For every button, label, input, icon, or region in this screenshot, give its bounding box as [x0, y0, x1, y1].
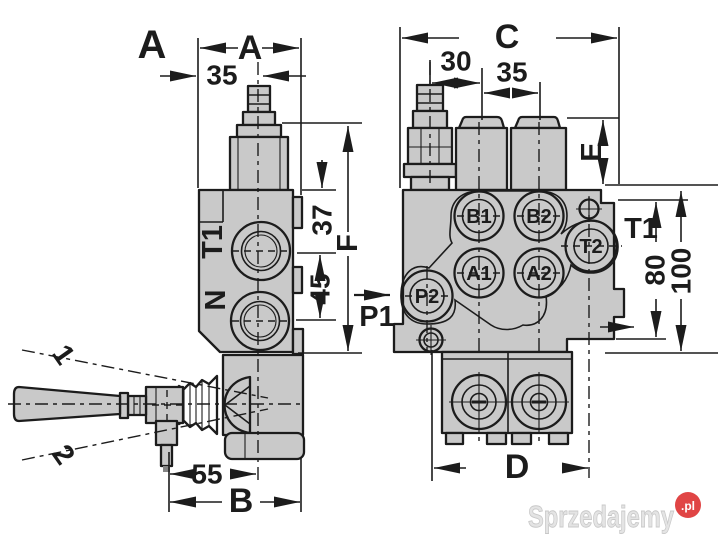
- mount-hole-top: [576, 196, 602, 222]
- spool-end-1: [449, 372, 509, 432]
- section-label: A: [138, 23, 167, 67]
- port-b1: [453, 190, 505, 242]
- port-a2-label: A2: [526, 263, 552, 285]
- lever-shaft: [126, 394, 148, 417]
- dimensions-front: [354, 27, 718, 481]
- dimensions-side: [160, 38, 362, 512]
- port-t2: [564, 219, 618, 273]
- lever-position-line-1: [21, 349, 269, 399]
- lever-pos-1-label: 1: [45, 339, 80, 371]
- dim-b-label: B: [229, 482, 254, 520]
- dim-c-label: C: [495, 18, 520, 56]
- dim-35-front-label: 35: [496, 57, 527, 88]
- side-bottom-cap: [223, 431, 306, 461]
- watermark-text: Sprzedajemy: [528, 499, 675, 534]
- dim-45-label: 45: [305, 273, 336, 304]
- port-b2: [513, 190, 565, 242]
- side-relief-stem: [235, 84, 283, 139]
- port-p2-label: P2: [415, 286, 439, 308]
- front-view: [392, 62, 626, 478]
- lever-pos-2-label: 2: [45, 439, 80, 471]
- dim-d-label: D: [505, 448, 530, 486]
- dim-f-label: F: [332, 234, 364, 252]
- port-b2-label: B2: [526, 206, 552, 228]
- side-port-n-label: N: [200, 290, 232, 311]
- port-p2: [400, 269, 454, 323]
- dim-100-label: 100: [666, 248, 697, 295]
- port-a2: [513, 247, 565, 299]
- spool-end-2: [509, 372, 569, 432]
- front-t1-label: T1: [624, 213, 658, 245]
- dim-37-label: 37: [307, 204, 338, 235]
- mount-hole-bottom: [416, 325, 446, 355]
- spool-cap-1: [454, 115, 509, 192]
- port-t2-label: T2: [579, 236, 602, 258]
- watermark-tld: .pl: [681, 499, 695, 513]
- side-port-t1-label: T1: [197, 225, 229, 259]
- port-b1-label: B1: [466, 206, 492, 228]
- side-bonnet: [228, 135, 290, 192]
- lever-position-line-2: [21, 408, 269, 461]
- port-face-contour: [400, 190, 619, 331]
- dim-35-side-label: 35: [206, 60, 237, 91]
- watermark-logo-circle: [675, 492, 701, 518]
- front-p1-label: P1: [359, 301, 394, 333]
- dim-e-label: E: [576, 142, 608, 161]
- port-a1: [453, 247, 505, 299]
- lower-block: [440, 350, 574, 446]
- dim-55-label: 55: [191, 459, 222, 490]
- port-a1-label: A1: [466, 263, 492, 285]
- watermark: Sprzedajemy .pl: [528, 492, 701, 534]
- side-port-n: [229, 290, 291, 352]
- side-body: [197, 188, 295, 354]
- side-view: [8, 62, 306, 480]
- dim-a-label: A: [238, 29, 263, 67]
- dim-30-label: 30: [440, 46, 471, 77]
- dim-80-label: 80: [640, 254, 671, 285]
